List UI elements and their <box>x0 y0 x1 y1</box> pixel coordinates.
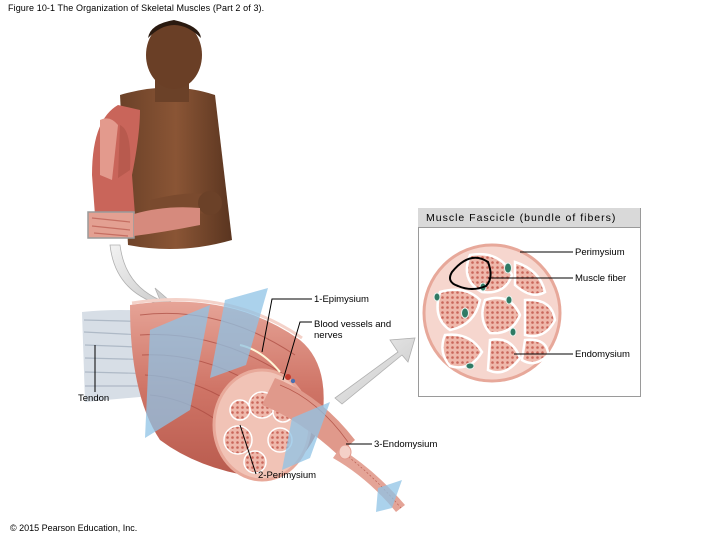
label-blood-vessels: Blood vessels and nerves <box>314 319 392 341</box>
label-epimysium: 1-Epimysium <box>314 294 369 305</box>
copyright-notice: © 2015 Pearson Education, Inc. <box>10 523 138 533</box>
label-muscle-fiber-inset: Muscle fiber <box>575 273 627 284</box>
inset-title: Muscle Fascicle (bundle of fibers) <box>418 208 640 228</box>
label-perimysium: 2-Perimysium <box>258 470 317 481</box>
section-planes <box>145 288 402 512</box>
label-tendon: Tendon <box>78 393 110 404</box>
label-endomysium-inset: Endomysium <box>575 349 630 360</box>
label-endomysium: 3-Endomysium <box>374 439 438 450</box>
fascicle-outline <box>449 256 492 290</box>
label-perimysium-inset: Perimysium <box>575 247 625 258</box>
figure-caption: Figure 10-1 The Organization of Skeletal… <box>8 3 265 13</box>
human-figure <box>87 20 232 249</box>
zoom-arrow-2 <box>334 337 416 405</box>
main-leader-lines <box>94 298 372 475</box>
